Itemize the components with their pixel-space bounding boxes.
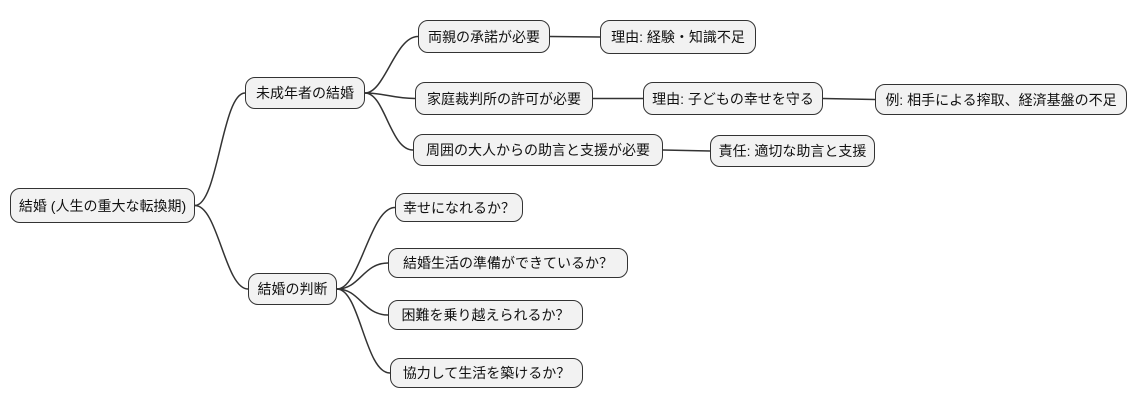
node-adult-support-label: 周囲の大人からの助言と支援が必要 xyxy=(426,142,650,158)
node-responsibility-advice: 責任: 適切な助言と支援 xyxy=(710,135,875,167)
node-reason-inexperience-label: 理由: 経験・知識不足 xyxy=(611,29,745,45)
link-decision-to-cooperate xyxy=(336,288,391,374)
node-question-cooperate-label: 協力して生活を築けるか？ xyxy=(402,365,571,381)
node-root-marriage-label: 結婚 (人生の重大な転換期) xyxy=(18,197,187,214)
node-question-overcome: 困難を乗り越えられるか？ xyxy=(388,300,583,330)
node-court-permission-label: 家庭裁判所の許可が必要 xyxy=(427,90,581,107)
link-root-to-marriage-decision xyxy=(194,204,249,290)
link-root-to-minors-marriage xyxy=(194,92,246,207)
link-reason-to-example xyxy=(822,97,876,101)
node-example-exploitation-label: 例: 相手による搾取、経済基盤の不足 xyxy=(885,91,1117,108)
link-adult-support-to-responsibility xyxy=(662,149,711,152)
node-reason-inexperience: 理由: 経験・知識不足 xyxy=(600,20,756,54)
node-question-happiness: 幸せになれるか？ xyxy=(395,193,523,222)
node-marriage-decision: 結婚の判断 xyxy=(248,273,337,305)
node-reason-child-happiness: 理由: 子どもの幸せを守る xyxy=(643,82,823,115)
node-minors-marriage: 未成年者の結婚 xyxy=(245,77,365,109)
node-minors-marriage-label: 未成年者の結婚 xyxy=(256,85,354,101)
node-parents-consent: 両親の承諾が必要 xyxy=(418,20,550,53)
link-decision-to-happiness xyxy=(336,206,396,290)
node-marriage-decision-label: 結婚の判断 xyxy=(257,281,328,297)
node-example-exploitation: 例: 相手による搾取、経済基盤の不足 xyxy=(875,84,1127,115)
node-question-preparation: 結婚生活の準備ができているか？ xyxy=(388,248,628,278)
node-reason-child-happiness-label: 理由: 子どもの幸せを守る xyxy=(652,90,814,107)
link-decision-to-preparation xyxy=(336,262,389,290)
node-root-marriage: 結婚 (人生の重大な転換期) xyxy=(10,188,195,223)
node-responsibility-advice-label: 責任: 適切な助言と支援 xyxy=(718,143,867,159)
node-question-cooperate: 協力して生活を築けるか？ xyxy=(390,358,583,388)
node-question-overcome-label: 困難を乗り越えられるか？ xyxy=(401,307,570,323)
link-parents-consent-to-reason xyxy=(549,35,601,38)
node-parents-consent-label: 両親の承諾が必要 xyxy=(428,28,540,45)
link-minors-to-adult-support xyxy=(364,92,414,151)
node-court-permission: 家庭裁判所の許可が必要 xyxy=(415,82,593,115)
link-minors-to-parents-consent xyxy=(364,35,419,94)
node-question-preparation-label: 結婚生活の準備ができているか？ xyxy=(403,255,613,271)
link-minors-to-court-permission xyxy=(364,92,416,100)
link-decision-to-overcome xyxy=(336,288,389,316)
node-adult-support: 周囲の大人からの助言と支援が必要 xyxy=(413,134,663,166)
node-question-happiness-label: 幸せになれるか？ xyxy=(403,199,515,216)
